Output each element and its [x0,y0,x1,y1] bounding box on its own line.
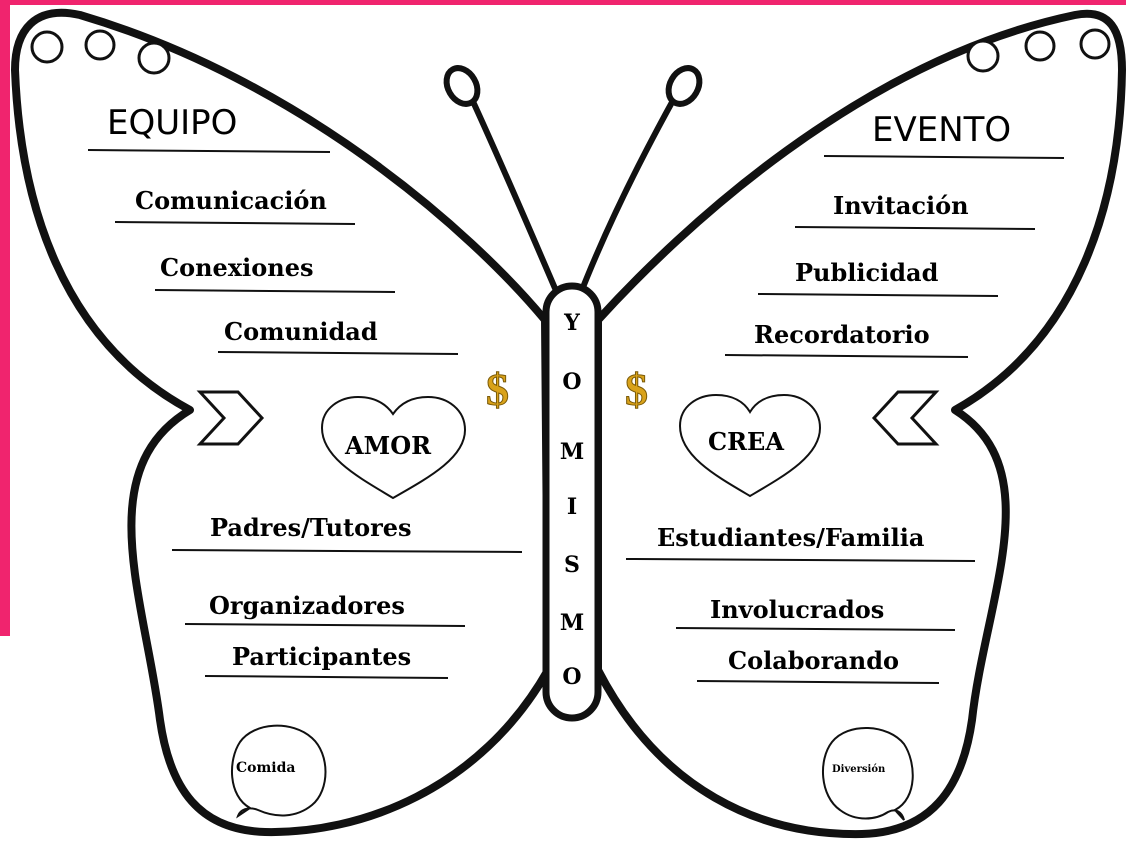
diversion-speech-bubble-icon [822,727,914,821]
body-letters: Y O M I S M O [560,310,584,690]
left-arrow-chevron-icon [871,390,940,446]
right-item-2: Publicidad [795,258,939,287]
right-lower-item-2: Involucrados [710,595,884,624]
right-antenna-tip [665,65,703,107]
crea-label: CREA [708,427,784,456]
left-item-2: Conexiones [160,253,314,282]
amor-label: AMOR [344,431,432,460]
right-lower-item-1: Estudiantes/Familia [657,523,924,552]
equipo-title: EQUIPO [107,103,237,143]
body-letter: O [562,664,581,690]
left-item-1: Comunicación [135,186,327,215]
left-lower-item-3: Participantes [232,642,411,671]
left-dollar-sign-icon: $ [486,364,509,415]
right-underlines [625,155,1065,684]
amor-heart-icon [320,395,467,500]
body-letter: M [560,439,584,465]
pink-left-border [0,0,10,636]
right-dollar-sign-icon: $ [625,364,648,415]
crea-heart-icon [678,393,822,498]
comida-speech-bubble-icon [231,724,327,819]
comida-label: Comida [236,760,295,776]
left-antenna [467,93,563,302]
right-antenna [575,93,679,302]
right-wing [594,9,1126,839]
left-antenna-tip [443,65,481,107]
body-letter: I [567,494,577,520]
left-item-3: Comunidad [224,317,378,346]
body-letter: M [560,610,584,636]
butterfly-body [542,282,602,722]
pink-top-border [0,0,1126,5]
left-wing-dots [30,29,171,75]
left-wing [11,8,552,837]
left-lower-item-2: Organizadores [209,591,405,620]
left-lower-item-1: Padres/Tutores [210,513,412,542]
right-wing-dots [966,28,1111,73]
right-arrow-chevron-icon [196,390,265,446]
body-letter: S [564,552,580,578]
body-letter: O [562,369,581,395]
evento-title: EVENTO [872,110,1011,150]
right-item-1: Invitación [833,191,969,220]
left-underlines [87,149,523,679]
right-item-3: Recordatorio [754,320,930,349]
right-lower-item-3: Colaborando [728,646,899,675]
diversion-label: Diversión [832,764,886,775]
body-letter: Y [563,310,580,336]
